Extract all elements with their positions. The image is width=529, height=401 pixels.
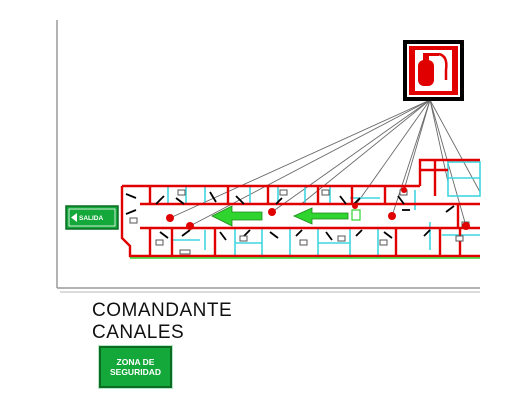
safety-zone-line-2: SEGURIDAD [109, 367, 161, 377]
door-symbols [125, 191, 455, 241]
building-walls [120, 158, 480, 258]
evacuation-arrow-left [211, 205, 263, 227]
extinguisher-leader-lines [169, 99, 481, 227]
extinguisher-locations [166, 187, 470, 230]
sanitary-fixtures [129, 189, 470, 255]
corridor-marker [351, 209, 361, 221]
safety-zone-sign: ZONA DE SEGURIDAD [98, 345, 173, 389]
exit-sign-label: SALIDA [79, 215, 104, 222]
street-name-line-1: COMANDANTE [92, 300, 233, 321]
street-name-line-2: CANALES [92, 322, 185, 343]
exit-sign: SALIDA [65, 205, 119, 230]
evacuation-arrow-right [293, 207, 349, 225]
partition-walls [167, 161, 481, 258]
plan-frame [56, 20, 480, 293]
street-name: COMANDANTE CANALES [92, 300, 232, 344]
evacuation-arrows [211, 205, 349, 227]
safety-zone-line-1: ZONA DE [116, 357, 155, 367]
exit-arrow-icon [71, 213, 77, 222]
fire-extinguisher-icon [403, 40, 464, 101]
